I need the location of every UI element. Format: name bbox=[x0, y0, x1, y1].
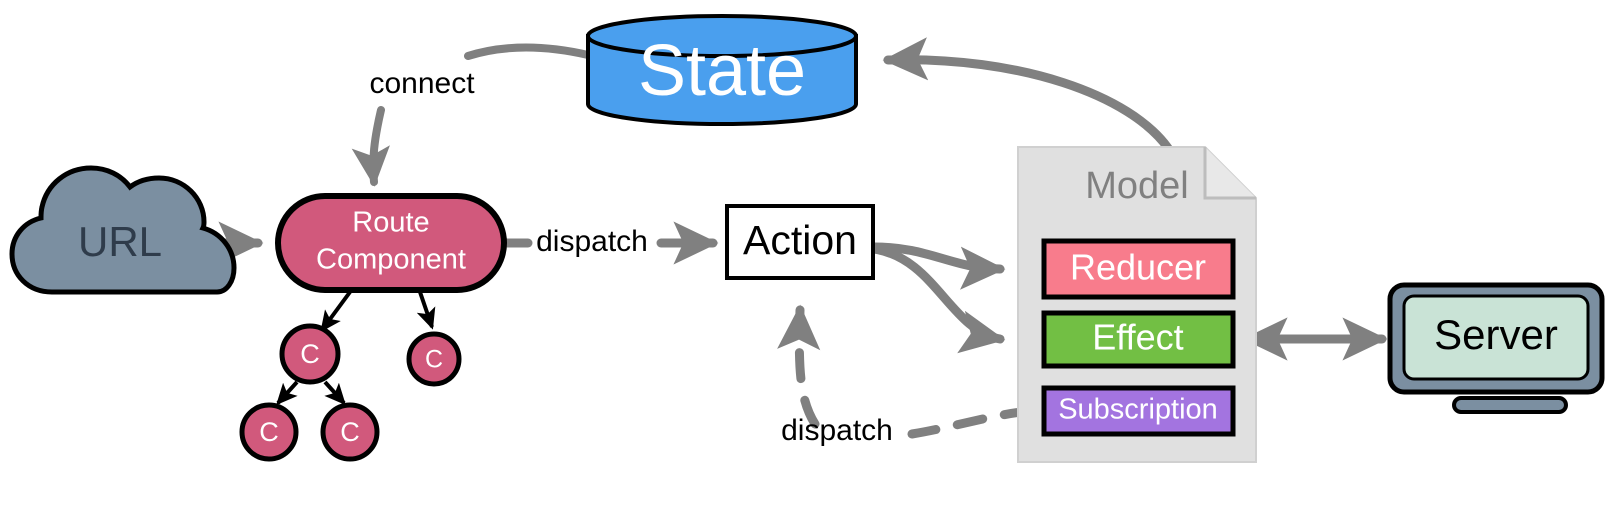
tree-node-c3[interactable]: C bbox=[239, 402, 299, 462]
edge-label-dispatch-top: dispatch bbox=[536, 225, 648, 258]
reducer-label: Reducer bbox=[1070, 247, 1206, 288]
node-effect[interactable]: Effect bbox=[1041, 310, 1236, 369]
node-reducer[interactable]: Reducer bbox=[1041, 238, 1236, 300]
tree-node-c4-shape bbox=[320, 402, 380, 462]
edge-label-connect: connect bbox=[369, 67, 475, 100]
url-cloud-shape bbox=[9, 165, 237, 295]
tree-node-c2-label: C bbox=[425, 346, 443, 374]
edge-action-to-reducer bbox=[869, 242, 1006, 290]
model-folded-corner bbox=[1203, 147, 1256, 200]
node-state[interactable]: State bbox=[586, 14, 858, 126]
tree-node-c2[interactable]: C bbox=[406, 331, 462, 387]
state-label: State bbox=[638, 31, 806, 111]
tree-node-c4[interactable]: C bbox=[320, 402, 380, 462]
effect-label: Effect bbox=[1092, 317, 1183, 358]
route-component-shape bbox=[275, 193, 507, 293]
tree-node-c1-label: C bbox=[300, 339, 320, 369]
action-label: Action bbox=[743, 217, 857, 263]
server-monitor-stand bbox=[1452, 396, 1568, 414]
component-tree: C C C C bbox=[239, 323, 462, 462]
subscription-shape bbox=[1041, 385, 1236, 437]
node-subscription[interactable]: Subscription bbox=[1041, 385, 1236, 437]
tree-node-c1-shape bbox=[279, 323, 341, 385]
tree-node-c3-shape bbox=[239, 402, 299, 462]
server-label: Server bbox=[1434, 311, 1558, 358]
edge-c1-to-c3 bbox=[276, 380, 299, 406]
node-url[interactable]: URL bbox=[9, 165, 237, 295]
subscription-label: Subscription bbox=[1058, 394, 1218, 426]
action-shape bbox=[725, 204, 875, 280]
edge-route-to-c2 bbox=[416, 291, 436, 330]
reducer-shape bbox=[1041, 238, 1236, 300]
node-action[interactable]: Action bbox=[725, 204, 875, 280]
route-component-label-line1: Route bbox=[352, 207, 429, 239]
tree-node-c2-shape bbox=[406, 331, 462, 387]
node-route-component[interactable]: Route Component bbox=[275, 193, 507, 293]
tree-node-c4-label: C bbox=[340, 417, 360, 447]
edge-model-to-state bbox=[882, 37, 1173, 153]
node-server[interactable]: Server bbox=[1387, 282, 1605, 414]
state-cylinder-top bbox=[586, 14, 858, 58]
effect-shape bbox=[1041, 310, 1236, 369]
url-label: URL bbox=[78, 218, 162, 265]
edge-route-to-c1 bbox=[320, 290, 352, 333]
edge-action-to-effect bbox=[869, 244, 1006, 354]
edge-state-to-route-connect bbox=[351, 43, 592, 187]
model-panel-shape bbox=[1017, 146, 1257, 463]
tree-node-c3-label: C bbox=[259, 417, 279, 447]
edge-c1-to-c4 bbox=[323, 380, 346, 406]
model-label: Model bbox=[1085, 165, 1189, 207]
edge-label-dispatch-bottom: dispatch bbox=[781, 414, 893, 447]
node-model[interactable]: Model bbox=[1017, 146, 1257, 463]
tree-node-c1[interactable]: C bbox=[279, 323, 341, 385]
state-cylinder-body bbox=[586, 34, 858, 126]
server-monitor-screen bbox=[1402, 294, 1590, 381]
route-component-label-line2: Component bbox=[316, 244, 466, 276]
